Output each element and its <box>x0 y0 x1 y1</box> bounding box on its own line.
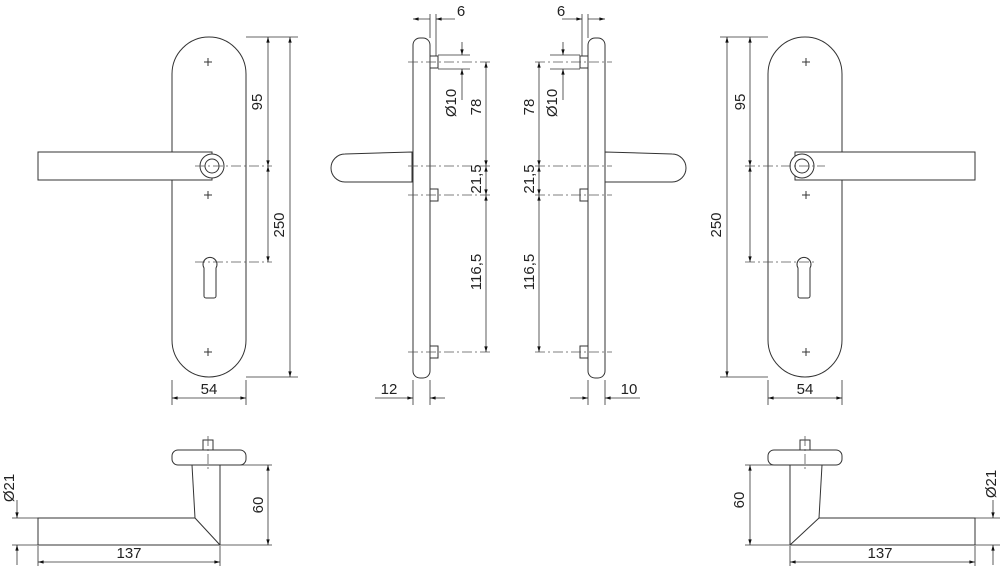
dim-250: 250 <box>271 212 288 237</box>
dim-116-5: 116,5 <box>521 254 538 290</box>
dim-diameter-10: Ø10 <box>544 89 561 117</box>
dim-diameter-21: Ø21 <box>983 470 1000 498</box>
dim-diameter-21: Ø21 <box>1 474 18 502</box>
lever-side <box>604 151 687 183</box>
side-view-right: 6 Ø10 78 21,5 116,5 10 <box>521 3 687 405</box>
screw-marks <box>204 58 212 356</box>
lever-side <box>330 151 413 183</box>
dim-6: 6 <box>557 3 565 20</box>
dim-21-5: 21,5 <box>468 164 485 193</box>
screw-marks <box>802 58 810 356</box>
dim-60: 60 <box>731 492 748 509</box>
dim-6: 6 <box>457 3 465 20</box>
front-view-left: 95 250 54 <box>37 36 298 405</box>
dim-95: 95 <box>732 94 749 111</box>
dim-95: 95 <box>249 94 266 111</box>
dim-21-5: 21,5 <box>521 164 538 193</box>
dim-10: 10 <box>621 381 638 398</box>
dim-diameter-10: Ø10 <box>443 89 460 117</box>
dim-78: 78 <box>468 99 485 116</box>
side-view-left: 6 Ø10 78 21,5 116,5 12 <box>330 3 490 405</box>
keyhole <box>796 256 812 299</box>
backplate <box>767 36 843 378</box>
lever-handle <box>37 151 213 181</box>
dim-12: 12 <box>381 381 398 398</box>
lever-top <box>789 464 976 546</box>
dim-78: 78 <box>521 99 538 116</box>
dim-250: 250 <box>708 212 725 237</box>
dim-137: 137 <box>116 545 141 562</box>
dim-54: 54 <box>797 381 814 398</box>
pins <box>579 55 589 359</box>
top-view-left: Ø21 60 137 <box>1 436 272 566</box>
keyhole <box>202 256 218 299</box>
rosette-top <box>171 449 247 466</box>
backplate-side <box>412 37 431 379</box>
front-view-right: 95 250 54 <box>708 36 976 405</box>
backplate <box>171 36 247 378</box>
backplate-side <box>587 37 606 379</box>
dim-60: 60 <box>250 497 267 514</box>
dim-137: 137 <box>867 545 892 562</box>
dim-116-5: 116,5 <box>468 254 485 290</box>
top-view-right: Ø21 60 137 <box>731 436 1000 566</box>
pins <box>429 55 439 359</box>
lever-top <box>37 464 221 546</box>
dim-54: 54 <box>201 381 218 398</box>
